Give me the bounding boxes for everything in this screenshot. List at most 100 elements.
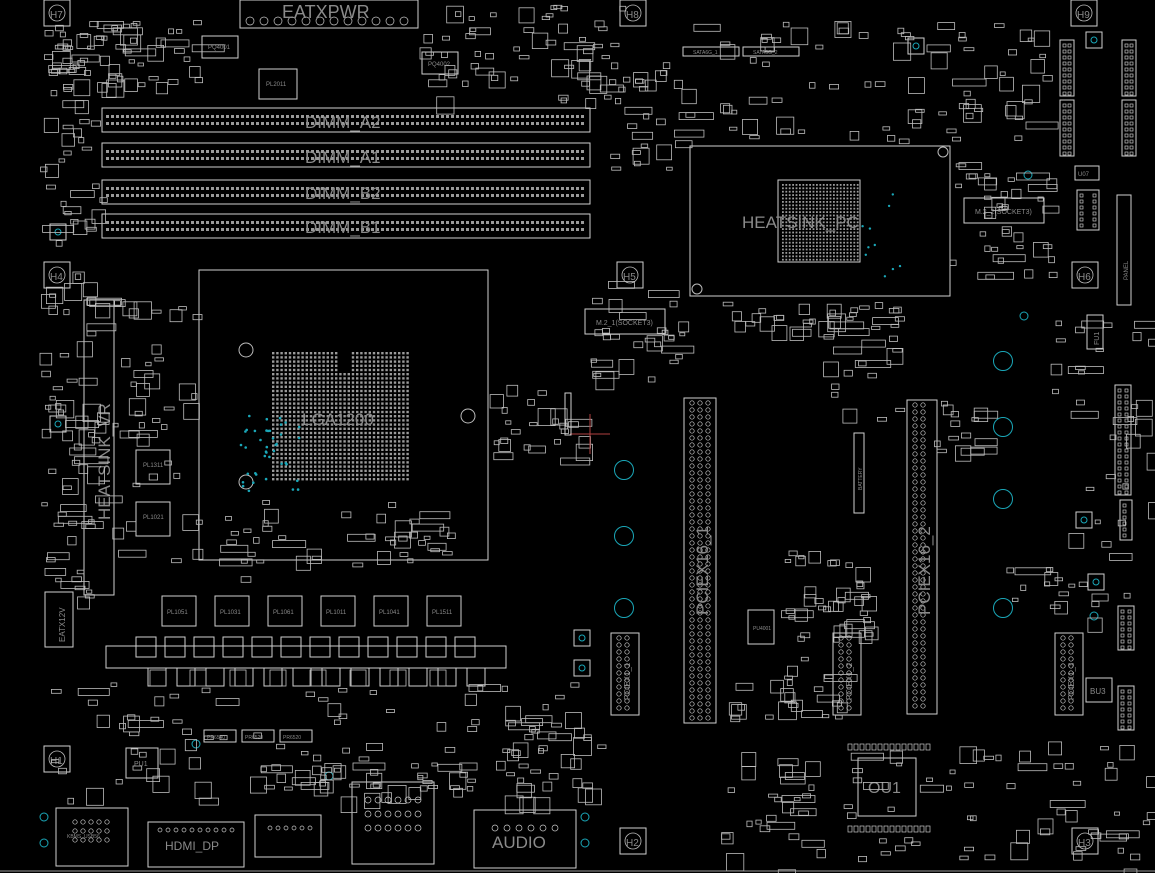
pin [246, 194, 249, 197]
smd-part [86, 787, 104, 806]
pin [697, 519, 703, 525]
vrm-heatsink: HEATSINK_VR PL1311 PL1021 [83, 299, 171, 596]
ball [785, 187, 788, 190]
pin [689, 638, 695, 644]
smd-part [1081, 320, 1105, 329]
smd-part [183, 56, 191, 62]
ball [788, 197, 791, 200]
ball [843, 228, 845, 230]
land [272, 394, 275, 397]
smd-part [826, 303, 842, 319]
land [309, 461, 313, 464]
smd-part [50, 90, 58, 97]
land [360, 419, 363, 422]
land [393, 469, 397, 472]
pin [624, 649, 630, 655]
ball [788, 221, 791, 224]
land [314, 419, 317, 422]
pad [847, 743, 853, 751]
land [272, 360, 275, 363]
land [368, 410, 371, 414]
smd-part [475, 67, 495, 76]
land [347, 478, 350, 481]
ball [822, 238, 825, 241]
land [276, 444, 279, 447]
pin [616, 691, 622, 697]
pin [1117, 418, 1122, 423]
land [305, 473, 308, 477]
smd-part [1050, 363, 1063, 376]
pin [396, 187, 399, 190]
ball [805, 258, 808, 261]
smd-part [984, 245, 991, 252]
land [284, 385, 287, 388]
pin [456, 157, 459, 160]
ball [782, 218, 784, 220]
ball [850, 197, 852, 200]
pin [846, 649, 852, 655]
via [867, 246, 870, 249]
pin [920, 675, 926, 681]
smd-part [675, 140, 693, 149]
ball [799, 204, 801, 207]
smd-part [964, 846, 975, 852]
panel-label: PANEL [1124, 260, 1130, 280]
land [368, 406, 371, 409]
land [280, 398, 283, 401]
land [398, 360, 401, 363]
pin [286, 194, 289, 197]
land [288, 440, 292, 443]
land [402, 419, 405, 422]
smd-part [300, 751, 309, 756]
land [330, 419, 334, 422]
smd-part [585, 98, 597, 110]
smd-part [82, 282, 98, 298]
pin [486, 194, 489, 197]
pin [346, 194, 349, 197]
pin [414, 796, 422, 804]
land [293, 389, 296, 393]
ball [812, 245, 815, 247]
pin [441, 122, 444, 125]
pin [576, 122, 579, 125]
smd-part [82, 403, 101, 423]
land [309, 398, 313, 401]
pin [920, 416, 926, 422]
land [398, 352, 401, 355]
land [381, 352, 384, 355]
smd-part [58, 767, 67, 775]
land [377, 473, 380, 477]
pq4002-label: PQ4002 [428, 62, 451, 68]
pin [361, 115, 364, 118]
pin [161, 122, 164, 125]
smd-part [737, 704, 746, 711]
pin [689, 519, 695, 525]
smd-part [827, 313, 846, 333]
pin [111, 122, 114, 125]
pin [341, 122, 344, 125]
pin [1062, 139, 1067, 144]
ball [853, 201, 856, 203]
ball [795, 184, 798, 186]
smd-part [504, 795, 524, 815]
ball [833, 235, 835, 237]
ball [788, 194, 791, 196]
land [297, 381, 300, 384]
via [245, 428, 248, 432]
smd-part [528, 445, 546, 454]
pin [161, 150, 164, 153]
pin [116, 221, 119, 224]
land [406, 465, 409, 468]
smd-part [849, 130, 860, 141]
land [293, 373, 296, 376]
smd-part [996, 203, 1003, 209]
land [339, 381, 342, 384]
land [393, 473, 397, 477]
land [360, 461, 363, 464]
land [351, 452, 355, 456]
land [402, 440, 405, 443]
smd-part [1022, 84, 1041, 103]
smd-part [836, 22, 849, 35]
via [268, 455, 271, 459]
ball [846, 201, 849, 203]
